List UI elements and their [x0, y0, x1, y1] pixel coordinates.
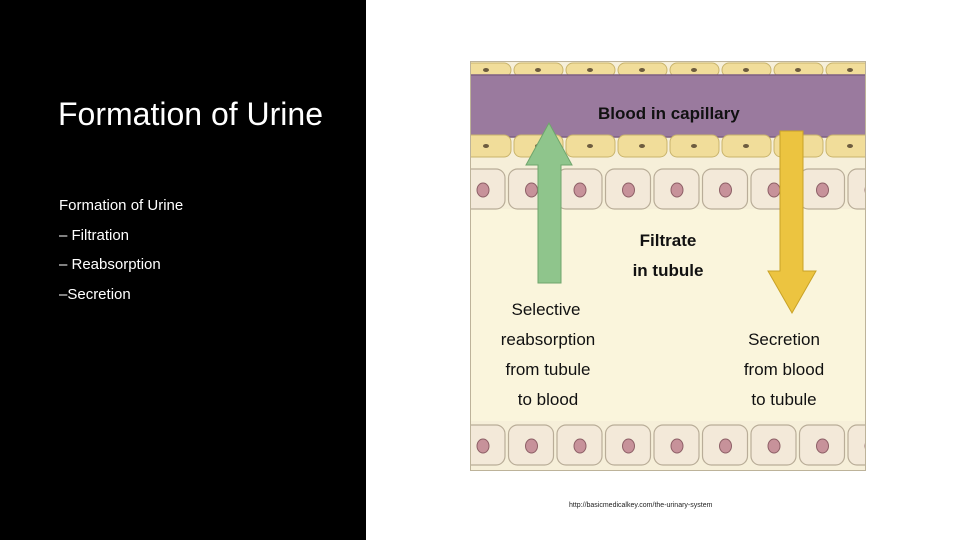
- endothelial-cell: [470, 134, 512, 158]
- endothelial-nucleus: [691, 144, 697, 148]
- tubule-cell-nucleus: [719, 182, 732, 198]
- endothelial-nucleus: [587, 144, 593, 148]
- endothelial-nucleus: [743, 144, 749, 148]
- endothelial-nucleus: [691, 68, 697, 72]
- endothelial-nucleus: [535, 68, 541, 72]
- bullet-list: Formation of Urine – Filtration – Reabso…: [59, 191, 183, 309]
- endothelial-nucleus: [743, 68, 749, 72]
- tubule-cell: [847, 424, 866, 466]
- tubule-cell-nucleus: [476, 438, 490, 454]
- tubule-cell-nucleus: [767, 438, 781, 454]
- endothelial-nucleus: [847, 68, 853, 72]
- reabsorption-label-line2: reabsorption: [501, 330, 596, 349]
- bullet-secretion: –Secretion: [59, 285, 131, 303]
- endothelial-nucleus: [639, 144, 645, 148]
- tubule-cell-nucleus: [622, 438, 635, 454]
- source-caption: http://basicmedicalkey.com/the-urinary-s…: [569, 502, 713, 509]
- tubule-cell-nucleus: [573, 438, 587, 454]
- bullet-formation: Formation of Urine: [59, 197, 184, 214]
- diagram-border: [470, 61, 866, 471]
- bullet-reabsorption: – Reabsorption: [59, 256, 161, 273]
- tubule-cell-nucleus: [816, 182, 829, 198]
- tubule-cells-bottom: [470, 424, 866, 466]
- tubule-cells-top: [470, 168, 866, 210]
- tubule-cell-nucleus: [476, 182, 490, 198]
- capillary-label: Blood in capillary: [598, 104, 740, 123]
- secretion-label-line3: to tubule: [751, 390, 816, 409]
- tubule-cell-nucleus: [719, 438, 732, 454]
- tubule-cell-nucleus: [525, 438, 538, 454]
- endothelial-nucleus: [483, 68, 489, 72]
- endothelial-nucleus: [795, 68, 801, 72]
- bullet-filtration: – Filtration: [59, 226, 130, 244]
- title-panel: Formation of Urine Formation of Urine – …: [0, 0, 366, 540]
- tubule-cell: [847, 168, 866, 210]
- tubule-cell-nucleus: [816, 438, 829, 454]
- tubule-cell-nucleus: [670, 182, 684, 198]
- tubule-cell-nucleus: [573, 182, 587, 198]
- reabsorption-arrow: [525, 121, 573, 284]
- slide-title: Formation of Urine: [58, 96, 323, 132]
- reabsorption-label-line1: Selective: [512, 300, 581, 319]
- tubule-label-line2: in tubule: [633, 261, 704, 280]
- tubule-cell-nucleus: [622, 182, 635, 198]
- reabsorption-label-line4: to blood: [518, 390, 579, 409]
- endothelial-cell: [825, 134, 866, 158]
- tubule-cell-nucleus: [670, 438, 684, 454]
- tubule-label-line1: Filtrate: [640, 231, 697, 250]
- secretion-label-line1: Secretion: [748, 330, 820, 349]
- tubule-cell-nucleus: [525, 182, 538, 198]
- endothelial-nucleus: [587, 68, 593, 72]
- endothelial-nucleus: [639, 68, 645, 72]
- capillary-band: [470, 75, 866, 137]
- urine-formation-diagram: Blood in capillary Filtrate in tubule Se…: [470, 61, 866, 471]
- diagram-canvas: Blood in capillary Filtrate in tubule Se…: [470, 61, 866, 471]
- endothelial-nucleus: [483, 144, 489, 148]
- reabsorption-label-line3: from tubule: [505, 360, 590, 379]
- tubule-cell-nucleus: [767, 182, 781, 198]
- endothelial-nucleus: [847, 144, 853, 148]
- secretion-arrow: [767, 130, 817, 315]
- secretion-label-line2: from blood: [744, 360, 824, 379]
